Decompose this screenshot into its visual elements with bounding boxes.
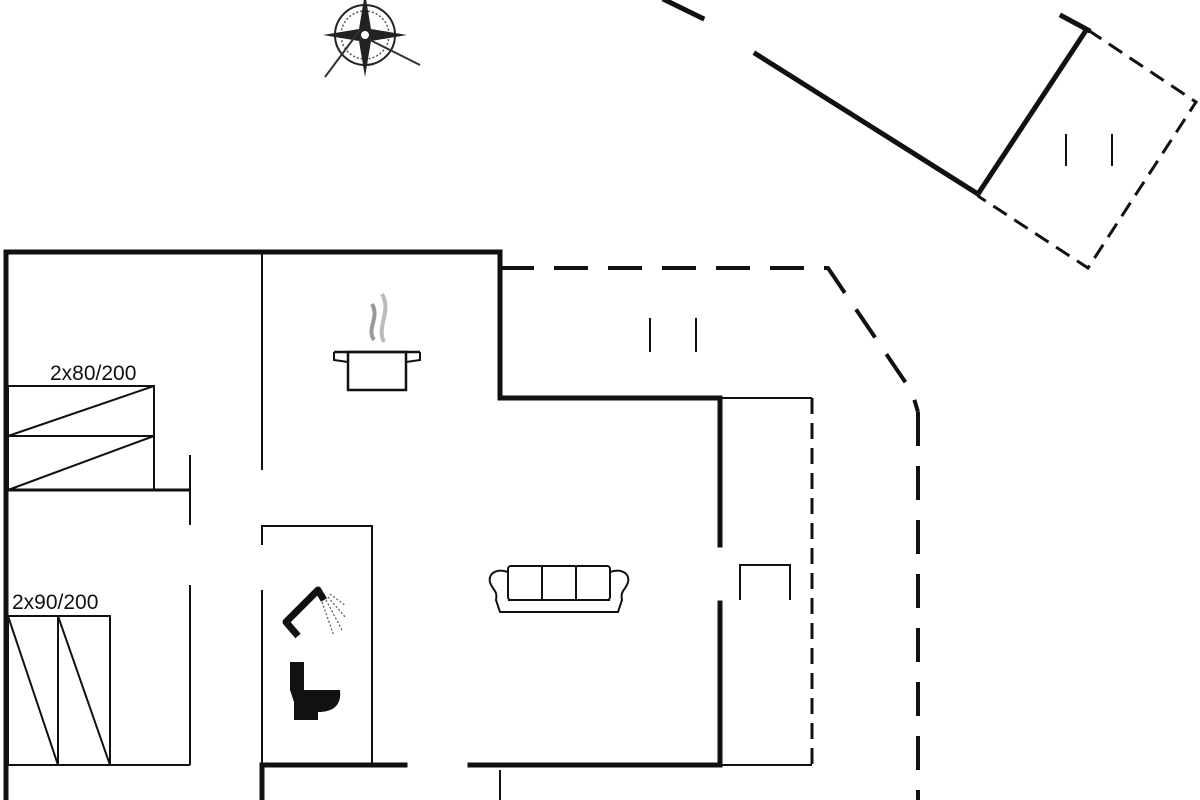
bed-2x80: 2x80/200 [7,362,155,491]
toilet-icon [290,662,341,720]
main-house-walls [3,249,723,800]
annex-building [661,0,1199,271]
bed-size-label: 2x90/200 [12,591,98,614]
interior-partitions [6,252,812,766]
bed-2x90: 2x90/200 [7,591,111,766]
terrace-outline [500,266,920,800]
sofa-icon [488,565,630,613]
cooking-pot-icon [333,293,421,392]
fireplace-icon [739,564,791,600]
bed-size-label: 2x80/200 [50,362,136,385]
compass-rose-icon [323,0,421,78]
shower-head-icon [282,586,347,639]
